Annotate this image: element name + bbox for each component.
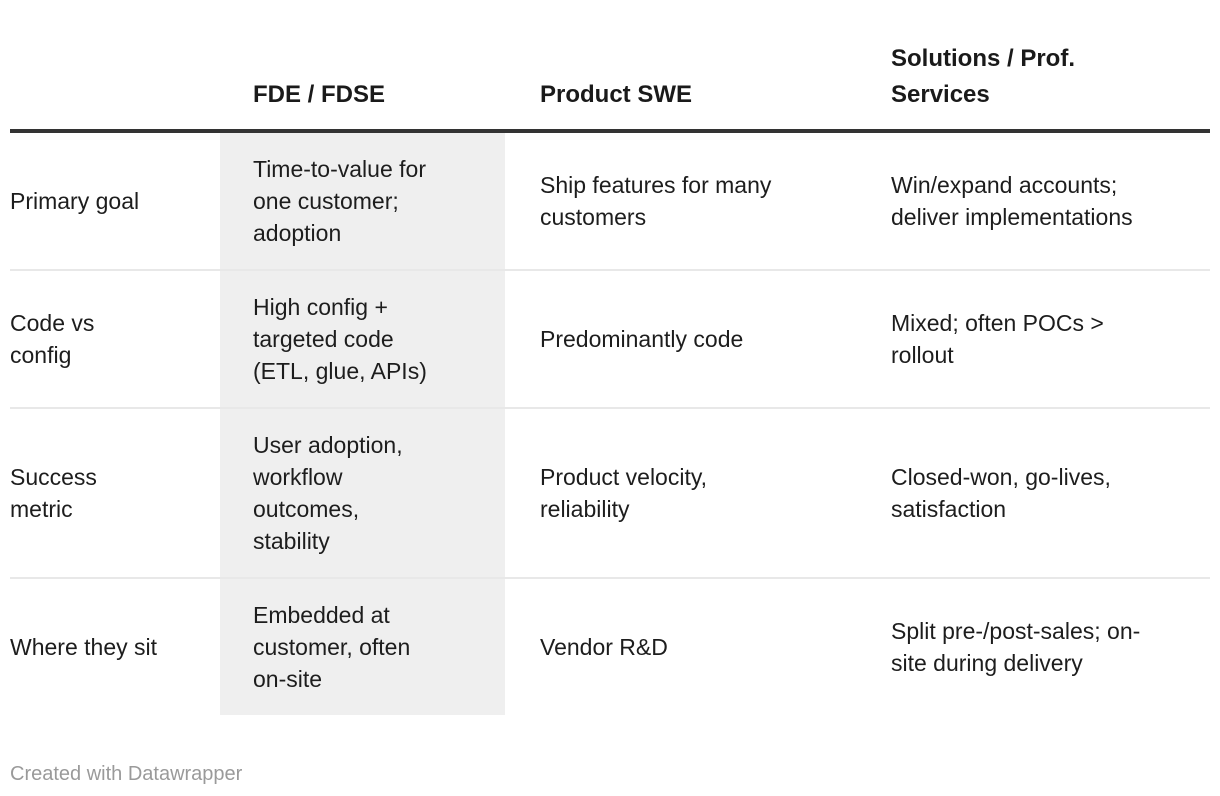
row-label: Success metric	[10, 407, 220, 577]
row-label: Code vs config	[10, 269, 220, 407]
header-row: FDE / FDSE Product SWE Solutions / Prof.…	[10, 0, 1210, 133]
table-cell: Embedded at customer, often on-site	[220, 577, 505, 715]
table-row-code-vs-config: Code vs config High config + targeted co…	[10, 269, 1210, 407]
table-row-where-they-sit: Where they sit Embedded at customer, oft…	[10, 577, 1210, 715]
table-cell: Win/expand accounts; deliver implementat…	[891, 172, 1133, 230]
table-cell: Vendor R&D	[505, 577, 855, 715]
table-row-success-metric: Success metric User adoption, workflow o…	[10, 407, 1210, 577]
table-cell: Mixed; often POCs > rollout	[855, 269, 1210, 407]
row-label: Where they sit	[10, 577, 220, 715]
datawrapper-credit: Created with Datawrapper	[10, 763, 243, 785]
table-cell: Split pre-/post-sales; on- site during d…	[855, 577, 1210, 715]
table-cell: Closed-won, go-lives, satisfaction	[855, 407, 1210, 577]
table-cell: Time-to-value for one customer; adoption	[220, 133, 505, 269]
row-label: Primary goal	[10, 188, 140, 214]
column-header-fde-fdse: FDE / FDSE	[220, 0, 505, 133]
column-header-product-swe: Product SWE	[505, 0, 855, 133]
table-cell: User adoption, workflow outcomes, stabil…	[220, 407, 505, 577]
table-cell: Predominantly code	[505, 269, 855, 407]
column-header-solutions-prof-services: Solutions / Prof. Services	[855, 0, 1210, 133]
comparison-table: FDE / FDSE Product SWE Solutions / Prof.…	[10, 0, 1210, 715]
column-header-blank	[10, 0, 220, 133]
table-row-primary-goal: Primary goal Time-to-value for one custo…	[10, 133, 1210, 269]
table-cell: Product velocity, reliability	[505, 407, 855, 577]
table-cell: High config + targeted code (ETL, glue, …	[220, 269, 505, 407]
table-cell: Ship features for many customers	[540, 172, 772, 230]
